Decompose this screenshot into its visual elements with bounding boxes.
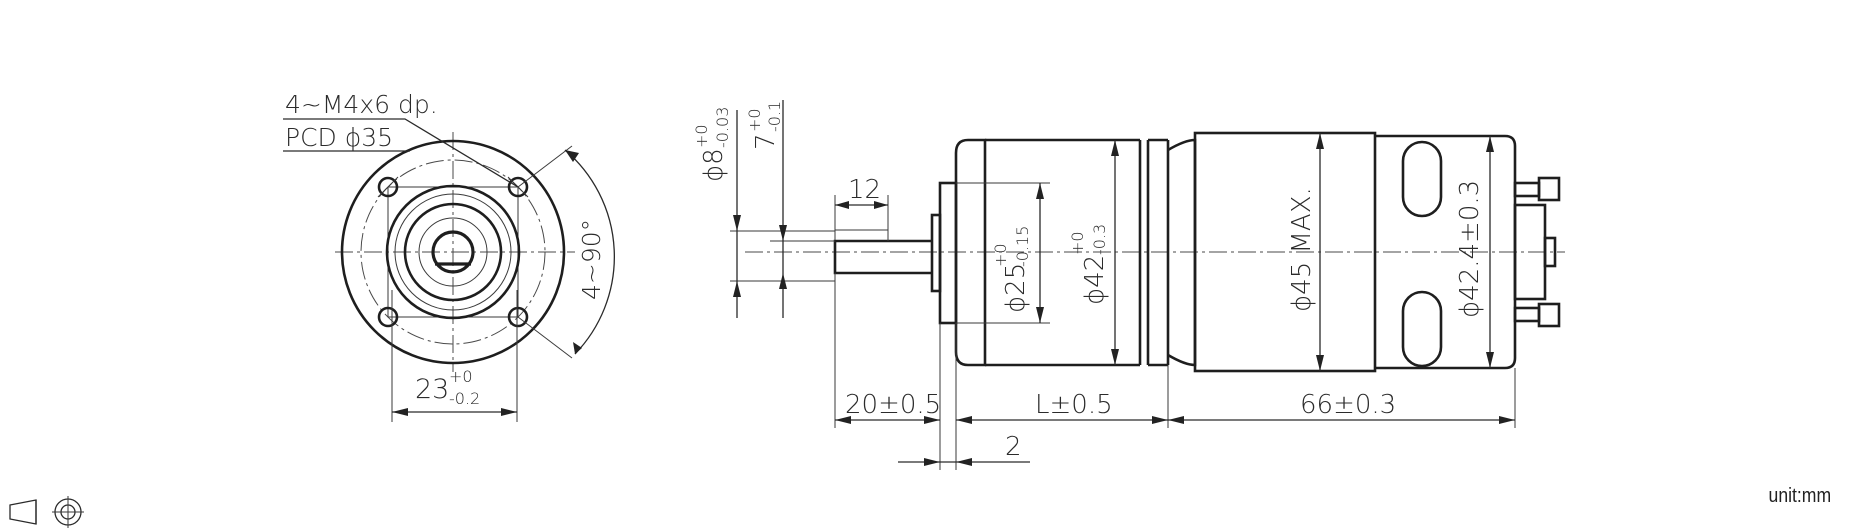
pilot-arrow-left [392,408,408,416]
hub-circle [418,217,488,287]
motor-arrow-1 [1316,133,1324,149]
pilot-dia-upper: +0 [449,367,473,386]
terminal-bottom-tab [1537,302,1561,328]
gearbox-arrow-2 [1111,349,1119,365]
flat-arrow-2 [779,273,787,289]
motor-dia: ϕ45 MAX. [1287,187,1317,312]
motor-length: 66±0.3 [1300,390,1396,420]
shaft-circle [431,230,475,274]
angle-arc [564,149,615,355]
motor-length-arrow-2 [1499,416,1515,424]
hole-note-text: 4~M4x6 dp. [285,90,438,119]
gearbox-arrow-1 [1111,140,1119,156]
angle-label: 4~90° [577,219,606,300]
rear-shaft [1543,236,1557,268]
shaft-dia-arrow-2 [733,281,741,297]
flat-base: 7 [751,133,781,150]
motor-can [1193,131,1377,373]
motor-arrow-2 [1316,355,1324,371]
mount-hole-1 [377,176,399,198]
vent-slot-bottom [1401,290,1443,368]
angle-ext-1 [517,145,573,188]
pilot-inner-circle [394,193,512,311]
pilot-dia-base: 23 [415,374,449,405]
angle-ext-2 [517,316,573,359]
terminal-top-tab [1537,176,1561,202]
shaft-length-arrow-2 [924,416,940,424]
pcd-circle [360,159,546,345]
boss-thickness: 2 [1005,432,1022,462]
mount-hole-3 [377,306,399,328]
hole-note-leader [283,118,519,188]
terminal-top [1513,181,1541,198]
shaft-dia-arrow-1 [733,215,741,231]
boss-arrow-2 [1036,307,1044,323]
pilot-dia-lower: -0.2 [449,389,480,408]
endcap-dia: ϕ42.4±0.3 [1455,180,1485,318]
gearbox-length-arrow-1 [956,416,972,424]
boss-thickness-arrow-1 [924,458,940,466]
shaft-length-arrow-1 [835,416,851,424]
boss-thickness-arrow-2 [956,458,972,466]
gearbox-dia-lower: -0.3 [1090,224,1109,255]
key-arrow-2 [874,201,888,209]
boss-dia-base: ϕ25 [1001,263,1031,313]
flange-outer-circle [340,139,566,365]
vent-slot-top [1401,140,1443,218]
front-view: 4~M4x6 dp. PCD ϕ35 4~90° 23 +0 -0.2 [283,90,615,422]
unit-label: unit:mm [1768,485,1831,507]
mount-hole-4 [507,306,529,328]
endcap-arrow-1 [1486,136,1494,152]
shaft-outline [833,239,932,275]
bearing-circle [403,202,503,302]
gearbox-dia-upper: +0 [1068,231,1087,255]
terminal-bottom [1513,306,1541,323]
pilot-arrow-right [501,408,517,416]
first-angle-projection-icon [9,496,84,528]
key-arrow-1 [835,201,849,209]
gearbox-length: L±0.5 [1035,390,1113,420]
boss-arrow-1 [1036,183,1044,199]
gearbox-dia-base: ϕ42 [1080,255,1110,305]
flat-arrow-1 [779,225,787,241]
boss [938,181,958,325]
shaft-length: 20±0.5 [845,390,941,420]
boss-dia-lower: -0.15 [1013,226,1032,267]
boss-dia-upper: +0 [991,243,1010,267]
pilot-circle [385,184,521,320]
endcap-arrow-2 [1486,352,1494,368]
shaft-dia-lower: -0.03 [713,107,732,148]
flat-upper: +0 [745,108,764,132]
shaft-dia-base: ϕ8 [699,148,729,182]
angle-arrow-1 [565,150,579,162]
flat-lower: -0.1 [765,101,784,132]
shaft-dia-upper: +0 [692,124,711,148]
hole-1-cross [377,176,399,198]
motor-length-arrow-1 [1168,416,1184,424]
pcd-note-text: PCD ϕ35 [285,123,393,152]
side-view: ϕ8 +0 -0.03 7 +0 -0.1 12 ϕ25 +0 -0.15 ϕ4… [692,100,1565,470]
mount-hole-2 [507,176,529,198]
key-length: 12 [848,175,881,205]
gearbox-length-arrow-2 [1152,416,1168,424]
angle-arrow-2 [573,342,582,354]
